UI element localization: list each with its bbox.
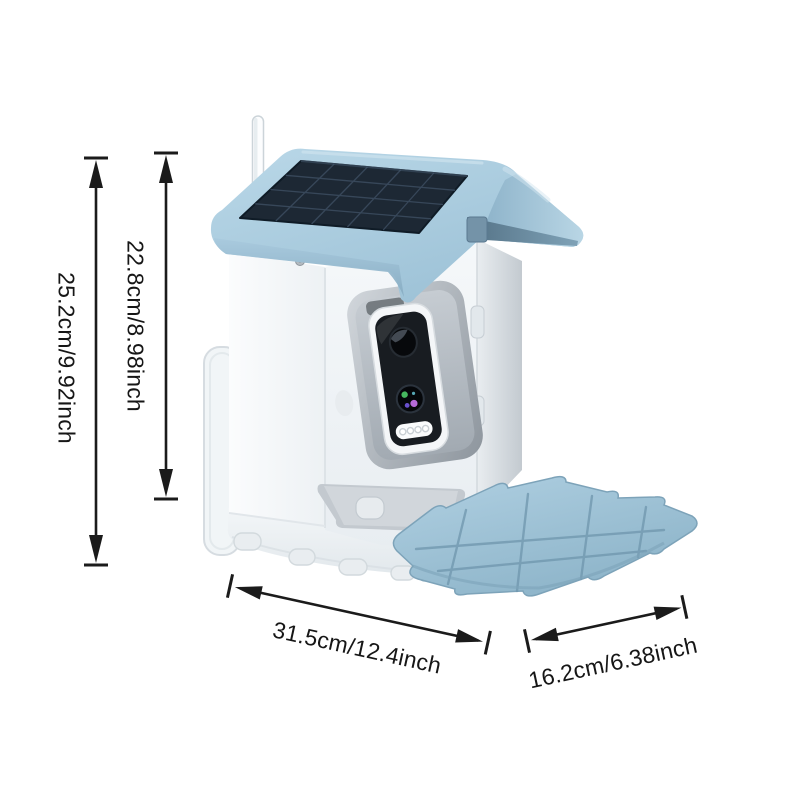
left-wall bbox=[229, 252, 325, 527]
led-indicator bbox=[395, 421, 433, 440]
perch bbox=[392, 475, 698, 597]
perch-grid bbox=[414, 492, 666, 593]
depth-arrow bbox=[522, 594, 689, 654]
roof bbox=[210, 148, 584, 303]
solar-panel bbox=[239, 160, 468, 234]
hinge-tab bbox=[470, 305, 485, 339]
roof-eave-band bbox=[214, 238, 404, 297]
roof-latch bbox=[466, 216, 488, 243]
camera-sensor bbox=[388, 326, 418, 358]
right-wall bbox=[477, 239, 522, 517]
house-height-arrow bbox=[154, 151, 178, 501]
total-height-arrow bbox=[84, 156, 108, 567]
camera-recess bbox=[335, 280, 483, 470]
pir-bump bbox=[335, 390, 354, 417]
dimension-label-house-height: 22.8cm/8.98inch bbox=[122, 240, 149, 412]
roof-underside-shadow bbox=[467, 217, 578, 246]
camera bbox=[368, 302, 449, 456]
solar-panel-grid bbox=[255, 163, 456, 231]
dimension-lines bbox=[84, 151, 689, 655]
dimension-label-total-height: 25.2cm/9.92inch bbox=[53, 272, 80, 444]
camera-lens bbox=[395, 384, 425, 414]
width-arrow bbox=[225, 573, 492, 655]
